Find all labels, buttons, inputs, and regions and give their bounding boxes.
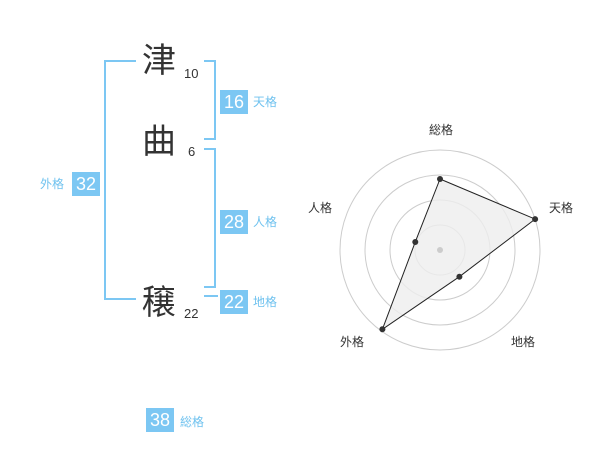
radar-point-2 — [456, 273, 463, 280]
chikaku-connector — [204, 295, 218, 297]
name-char-3: 穣 — [142, 283, 176, 323]
name-char-2-strokes: 6 — [188, 144, 196, 159]
name-char-3-strokes: 22 — [184, 306, 199, 321]
tenkaku-label: 天格 — [253, 95, 278, 109]
chikaku-label: 地格 — [253, 295, 278, 309]
radar-label-chikaku: 地格 — [511, 334, 535, 349]
jinkaku-label: 人格 — [253, 215, 278, 229]
radar-point-3 — [379, 326, 386, 333]
radar-label-tenkaku: 天格 — [549, 200, 573, 215]
radar-label-jinkaku: 人格 — [308, 200, 332, 215]
chikaku-value: 22 — [220, 290, 248, 314]
jinkaku-value: 28 — [220, 210, 248, 234]
radar-point-4 — [412, 238, 419, 245]
radar-label-gaikaku: 外格 — [340, 334, 364, 349]
gaikaku-value: 32 — [72, 172, 100, 196]
name-char-1-strokes: 10 — [184, 66, 199, 81]
radar-label-soukaku: 総格 — [429, 122, 453, 137]
soukaku-value: 38 — [146, 408, 174, 432]
name-char-1: 津 — [142, 41, 176, 81]
radar-grid-ring — [339, 149, 541, 351]
gaikaku-label: 外格 — [40, 177, 65, 191]
jinkaku-bracket — [204, 148, 216, 288]
radar-center-dot — [437, 247, 443, 253]
name-char-2: 曲 — [142, 122, 176, 162]
radar-grid-ring — [364, 174, 516, 326]
tenkaku-value: 16 — [220, 90, 248, 114]
soukaku-label: 総格 — [180, 415, 205, 429]
radar-point-0 — [437, 176, 443, 182]
tenkaku-bracket — [204, 60, 216, 140]
radar-point-1 — [532, 216, 539, 223]
gaikaku-bracket — [104, 60, 136, 300]
radar-data-polygon — [381, 178, 537, 331]
